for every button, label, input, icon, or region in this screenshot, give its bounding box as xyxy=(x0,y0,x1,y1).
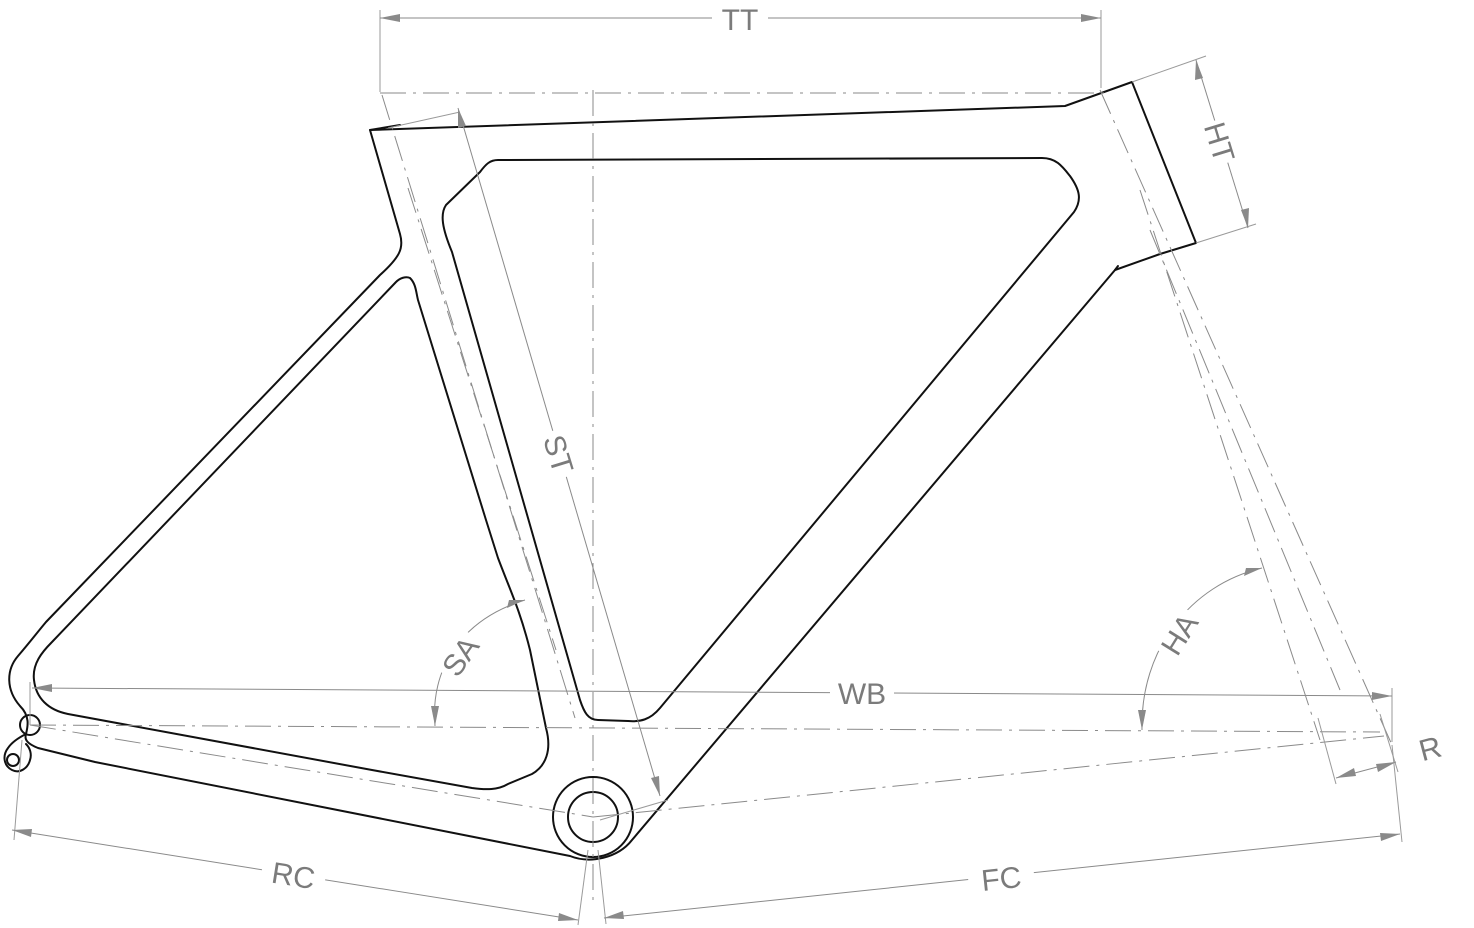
frame-outer-outline xyxy=(8,81,1197,861)
fc-label: FC xyxy=(980,861,1023,898)
st-arrow-top xyxy=(458,108,466,128)
head-tube-bottom xyxy=(1114,265,1119,271)
rc-arrow-left xyxy=(12,829,32,837)
seat-tube-top-cap xyxy=(369,124,401,131)
wb-label: WB xyxy=(838,678,886,711)
tt-arrow-left xyxy=(380,14,400,22)
steering-axis xyxy=(1099,89,1393,746)
r-arrow-left xyxy=(1336,768,1356,778)
dimension-tt: TT xyxy=(379,2,1102,92)
dimension-st: ST xyxy=(387,107,669,821)
r-label: R xyxy=(1416,731,1445,768)
dropout-hanger-outline xyxy=(3,733,32,773)
st-arrow-bottom xyxy=(651,776,660,796)
tt-label: TT xyxy=(722,4,759,37)
rc-label: RC xyxy=(269,857,317,896)
ha-arrow-top xyxy=(1244,568,1262,576)
seat-tube-axis-rear xyxy=(407,187,557,651)
ha-arrow-bottom xyxy=(1138,710,1146,730)
front-center-axis xyxy=(592,735,1385,818)
dimension-ht: HT xyxy=(1131,55,1257,244)
rear-axle-horizontal-line xyxy=(29,724,1381,733)
steering-axis-parallel xyxy=(1149,229,1341,691)
dropout-hanger-hole xyxy=(6,753,20,767)
rear-dropout xyxy=(3,714,41,773)
front-triangle-window xyxy=(441,157,1080,723)
bike-frame xyxy=(3,81,1197,861)
tt-arrow-right xyxy=(1081,14,1101,22)
ht-arrow-top xyxy=(1195,60,1203,80)
chainstay-axis xyxy=(29,724,594,818)
r-arrow-right xyxy=(1376,762,1396,772)
wb-arrow-right xyxy=(1372,692,1392,700)
wb-arrow-left xyxy=(32,684,52,692)
sa-arrow-top xyxy=(507,600,525,608)
dimension-r: R xyxy=(1317,713,1445,785)
dimension-ha: HA xyxy=(1138,567,1263,731)
sa-label: SA xyxy=(436,631,486,683)
ht-arrow-bottom xyxy=(1241,208,1249,228)
dimension-fc: FC xyxy=(597,744,1403,925)
fc-arrow-right xyxy=(1380,833,1400,841)
fc-arrow-left xyxy=(604,911,624,919)
dimension-sa: SA xyxy=(429,599,526,727)
dimension-rc: RC xyxy=(11,739,589,926)
rear-triangle-window xyxy=(32,276,550,791)
dimension-wb: WB xyxy=(29,676,1393,742)
construction-lines xyxy=(29,89,1393,900)
rc-arrow-right xyxy=(558,913,578,921)
sa-arrow-bottom xyxy=(431,706,439,726)
fork-line xyxy=(1139,189,1321,741)
dimension-annotations: TT HT ST SA xyxy=(11,2,1445,926)
